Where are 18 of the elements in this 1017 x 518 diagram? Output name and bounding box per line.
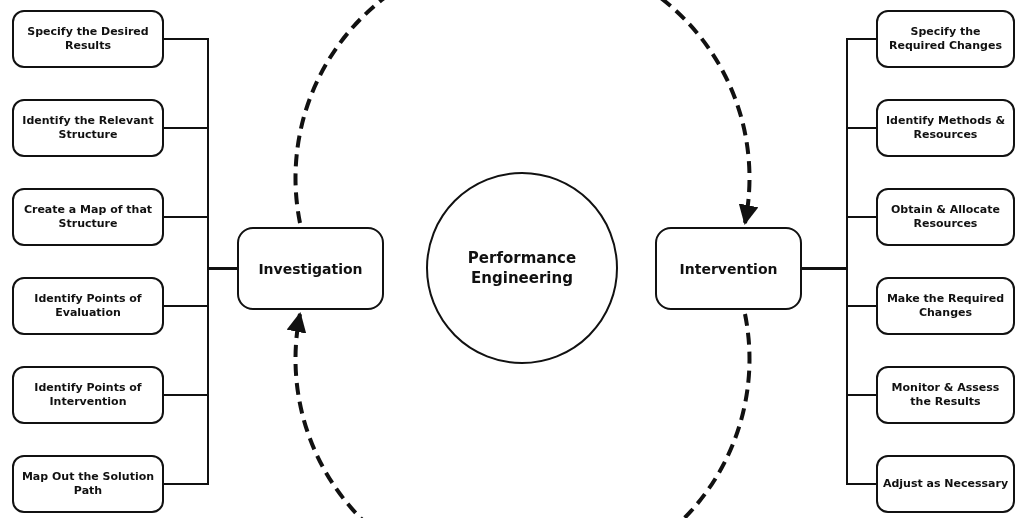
curved-arrow	[287, 312, 752, 518]
step-box: Map Out the Solution Path	[12, 455, 164, 513]
phase-box: Intervention	[655, 227, 802, 310]
step-box: Make the Required Changes	[876, 277, 1015, 335]
step-box: Specify the Required Changes	[876, 10, 1015, 68]
connector-line	[801, 267, 877, 485]
step-box: Monitor & Assess the Results	[876, 366, 1015, 424]
center-circle: Performance Engineering	[426, 172, 618, 364]
step-box: Identify Points of Intervention	[12, 366, 164, 424]
step-box: Identify Points of Evaluation	[12, 277, 164, 335]
step-box: Adjust as Necessary	[876, 455, 1015, 513]
step-box: Obtain & Allocate Resources	[876, 188, 1015, 246]
step-box: Identify the Relevant Structure	[12, 99, 164, 157]
curved-arrow	[293, 0, 758, 225]
phase-box: Investigation	[237, 227, 384, 310]
step-box: Specify the Desired Results	[12, 10, 164, 68]
step-box: Identify Methods & Resources	[876, 99, 1015, 157]
step-box: Create a Map of that Structure	[12, 188, 164, 246]
